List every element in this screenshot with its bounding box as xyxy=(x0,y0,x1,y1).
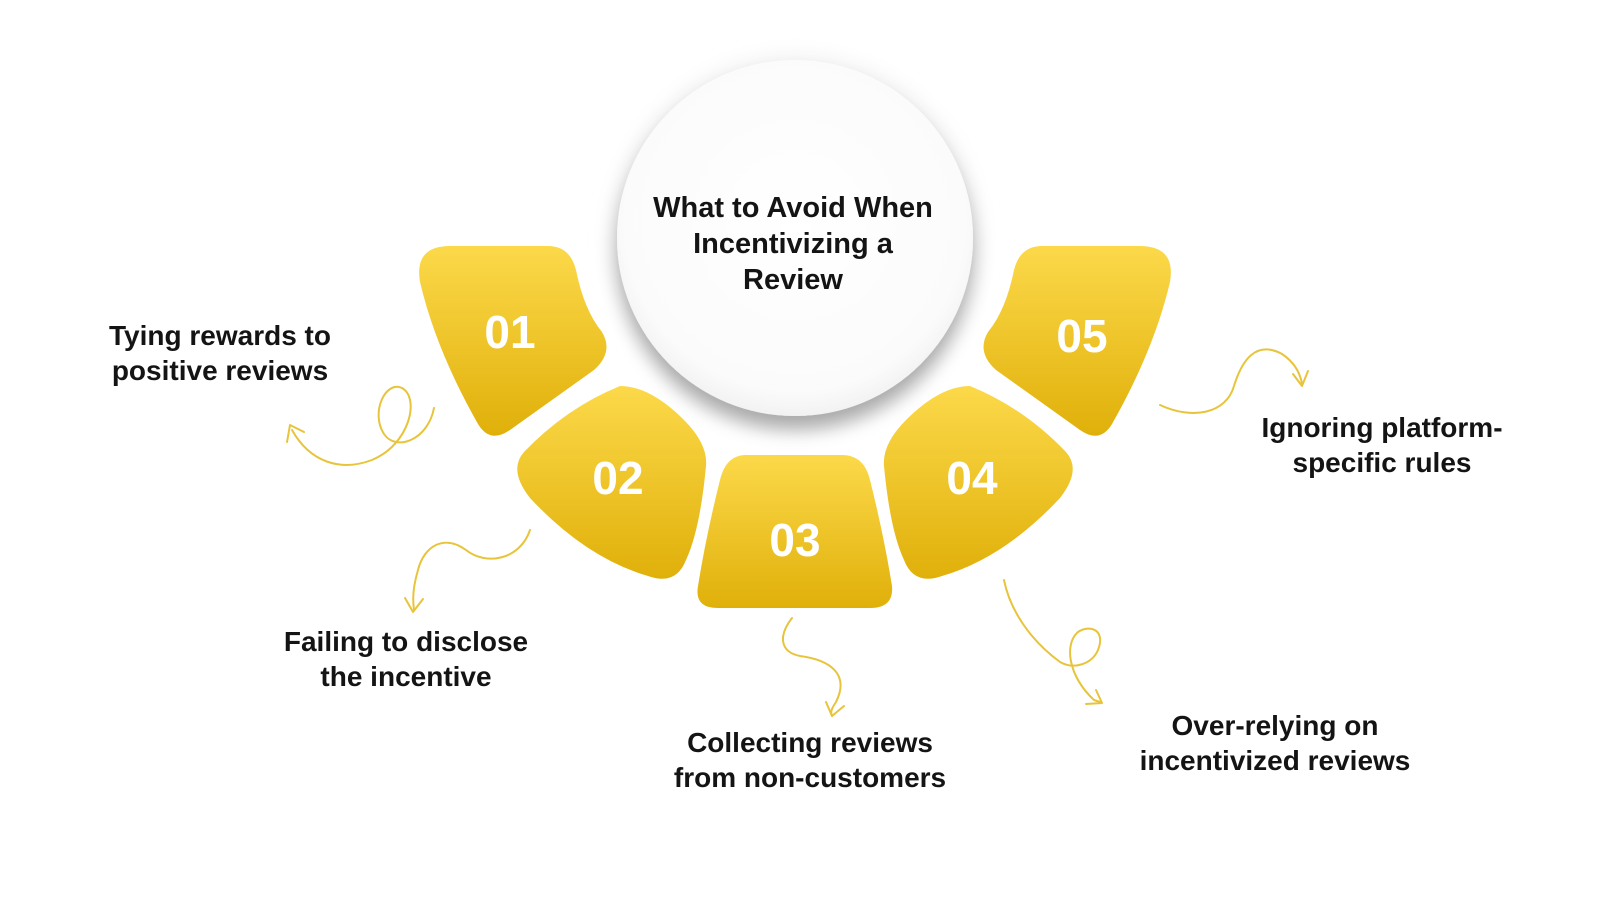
arrow-05-icon xyxy=(1159,348,1309,414)
label-05: Ignoring platform- specific rules xyxy=(1232,410,1532,480)
label-05-line-2: specific rules xyxy=(1292,447,1472,478)
petal-02 xyxy=(517,386,707,579)
center-title-line-1: What to Avoid When xyxy=(653,192,933,224)
label-01: Tying rewards to positive reviews xyxy=(80,318,360,388)
center-circle xyxy=(617,60,973,416)
arrow-01-icon xyxy=(286,385,435,466)
label-04: Over-relying on incentivized reviews xyxy=(1115,708,1435,778)
arrow-03-icon xyxy=(782,617,845,717)
arrow-02-icon xyxy=(404,529,531,613)
label-05-line-1: Ignoring platform- xyxy=(1261,412,1503,443)
center-title-line-2: Incentivizing a xyxy=(693,228,893,260)
center-title-line-3: Review xyxy=(743,264,843,296)
label-04-line-1: Over-relying on xyxy=(1171,710,1379,741)
label-02-line-1: Failing to disclose xyxy=(283,626,529,657)
label-03-line-2: from non-customers xyxy=(673,762,947,793)
petal-number-02: 02 xyxy=(592,452,643,504)
label-03-line-1: Collecting reviews xyxy=(687,727,933,758)
label-01-line-2: positive reviews xyxy=(111,355,329,386)
petal-number-03: 03 xyxy=(769,514,820,566)
petal-number-01: 01 xyxy=(484,306,535,358)
label-04-line-2: incentivized reviews xyxy=(1139,745,1411,776)
petal-number-05: 05 xyxy=(1056,310,1107,362)
petal-01 xyxy=(419,246,607,436)
label-02-line-2: the incentive xyxy=(320,661,492,692)
petal-number-04: 04 xyxy=(946,452,998,504)
center-title: What to Avoid When Incentivizing a Revie… xyxy=(618,190,968,298)
label-02: Failing to disclose the incentive xyxy=(256,624,556,694)
petal-04 xyxy=(883,386,1073,579)
petal-03 xyxy=(697,455,893,608)
label-03: Collecting reviews from non-customers xyxy=(645,725,975,795)
petal-05 xyxy=(983,246,1171,436)
arrow-04-icon xyxy=(1003,579,1103,705)
label-01-line-1: Tying rewards to xyxy=(109,320,331,351)
